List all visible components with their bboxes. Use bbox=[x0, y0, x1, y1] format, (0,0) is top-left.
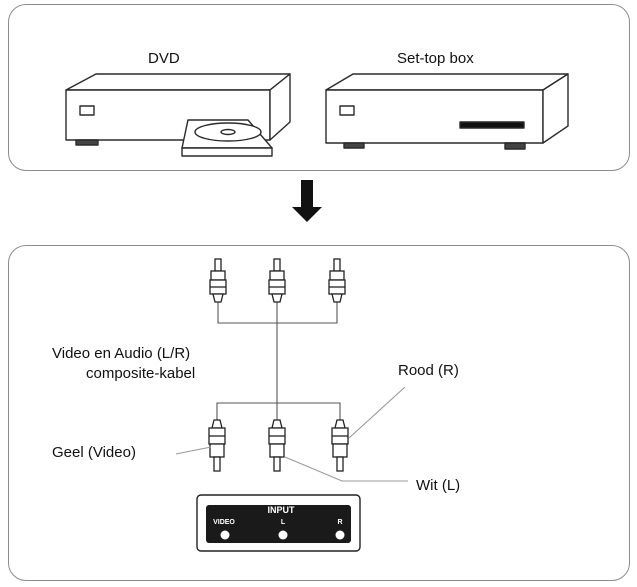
tv-input-panel: INPUT VIDEO L R bbox=[196, 494, 361, 552]
video-input-jack bbox=[220, 530, 230, 540]
input-label-left: L bbox=[281, 519, 286, 526]
yellow-video-plug-icon bbox=[208, 419, 226, 472]
callout-line-white bbox=[284, 456, 408, 482]
set-top-box-icon bbox=[325, 73, 569, 150]
right-audio-input-jack bbox=[335, 530, 345, 540]
set-top-box-label: Set-top box bbox=[397, 50, 474, 67]
composite-cable bbox=[216, 300, 341, 423]
cable-label-line2: composite-kabel bbox=[86, 365, 196, 382]
yellow-video-label: Geel (Video) bbox=[52, 444, 136, 461]
white-left-audio-plug-icon bbox=[268, 419, 286, 472]
dvd-player-icon bbox=[65, 73, 291, 157]
red-right-audio-plug-icon bbox=[331, 419, 349, 472]
top-plug-middle-icon bbox=[268, 258, 286, 303]
input-label-video: VIDEO bbox=[213, 519, 235, 526]
top-plug-right-icon bbox=[328, 258, 346, 303]
input-panel-title: INPUT bbox=[268, 505, 296, 515]
input-label-right: R bbox=[337, 519, 342, 526]
callout-line-yellow bbox=[175, 446, 212, 455]
cable-label-line1: Video en Audio (L/R) bbox=[52, 345, 191, 362]
red-right-label: Rood (R) bbox=[398, 362, 459, 379]
down-arrow-icon bbox=[292, 180, 322, 222]
callout-line-red bbox=[348, 386, 406, 439]
dvd-label: DVD bbox=[148, 50, 180, 67]
left-audio-input-jack bbox=[278, 530, 288, 540]
top-plug-left-icon bbox=[209, 258, 227, 303]
white-left-label: Wit (L) bbox=[416, 477, 461, 494]
